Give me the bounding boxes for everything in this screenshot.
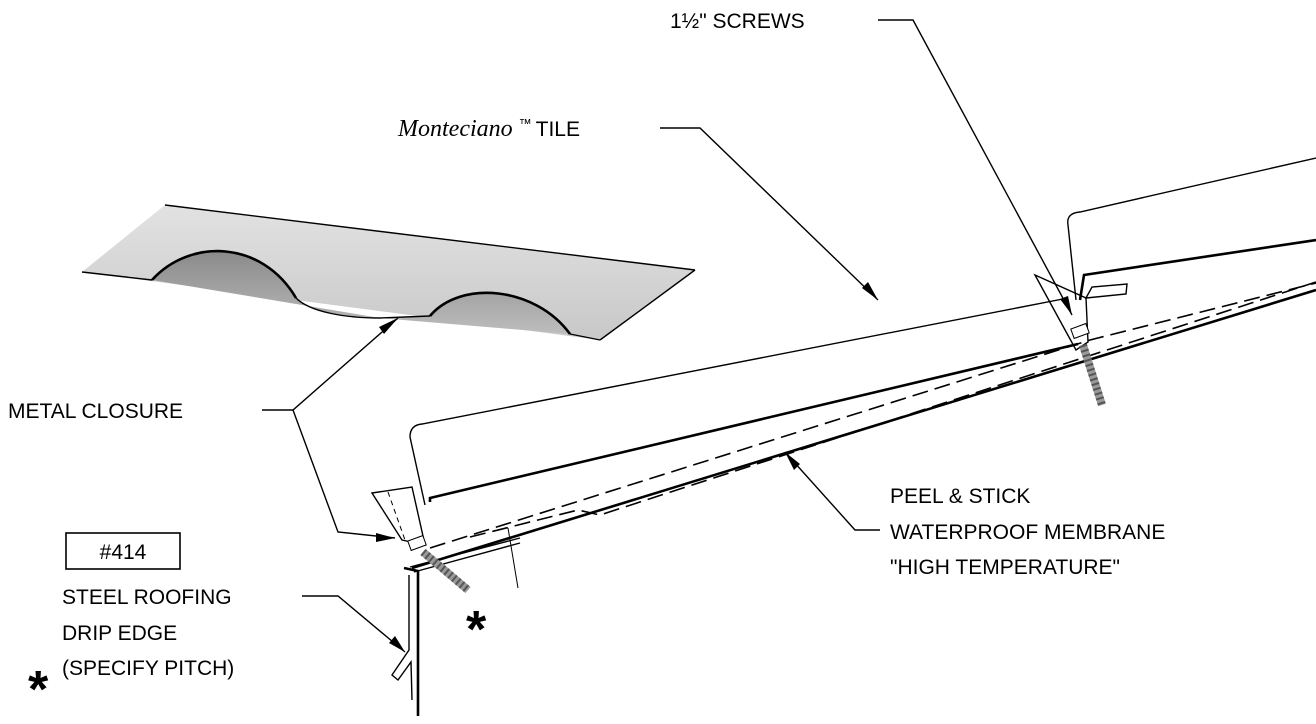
leader-screws	[878, 19, 1073, 316]
drip-edge-hem	[391, 575, 413, 701]
deck-line	[411, 288, 1316, 570]
label-drip-3: (SPECIFY PITCH)	[62, 657, 234, 680]
label-membrane-3: "HIGH TEMPERATURE"	[890, 556, 1120, 579]
leader-closure-lower-line	[292, 409, 396, 539]
label-membrane-1: PEEL & STICK	[890, 485, 1030, 508]
leader-drip-line	[302, 595, 406, 653]
label-metal-closure: METAL CLOSURE	[8, 400, 183, 423]
leader-screws-line	[878, 19, 1073, 316]
leader-membrane-arrow	[785, 452, 800, 470]
asterisk-marker-pitch: *	[466, 601, 487, 659]
drip-edge	[391, 537, 521, 716]
leader-closure-lower-arrow	[376, 533, 395, 542]
pitch-reference-line	[507, 527, 519, 589]
leader-tile-line	[660, 127, 879, 301]
metal-closure-illustration	[81, 204, 696, 341]
closure-body	[82, 205, 695, 340]
part-number-box	[65, 532, 181, 570]
leader-drip-arrow	[389, 636, 405, 652]
screw-lower-head	[407, 534, 427, 552]
label-part-number: #414	[100, 541, 147, 564]
membrane-dashed-line-2	[469, 281, 1316, 538]
closure-bottom-edge-mid	[295, 297, 431, 319]
screw-upper-thread	[1079, 343, 1106, 407]
upper-tile	[1067, 157, 1316, 301]
upper-tile-lug	[1084, 283, 1128, 299]
drip-edge-flange-1	[409, 537, 521, 568]
closure-top-edge	[164, 204, 696, 271]
closure-hump-1	[151, 249, 298, 299]
label-drip-2: DRIP EDGE	[62, 622, 177, 645]
leader-closure-upper-arrow	[379, 318, 398, 334]
closure-bottom-edge-left	[81, 271, 153, 281]
monteciano-tile	[409, 273, 1089, 506]
leader-metal-closure	[262, 317, 399, 542]
screw-upper-head	[1070, 322, 1090, 340]
screw-lower	[407, 534, 471, 594]
roof-deck	[411, 281, 1316, 589]
leader-membrane-line	[784, 451, 880, 531]
eave-closure-hidden-line	[387, 491, 406, 541]
closure-right-edge	[599, 269, 696, 341]
label-tile-tm: ™	[519, 116, 532, 131]
tile-top-outline	[409, 297, 1069, 506]
leader-closure-upper-line	[262, 317, 399, 411]
closure-hump-2	[429, 291, 572, 335]
leader-drip-edge	[302, 595, 406, 653]
leader-tile-arrow	[862, 282, 878, 300]
tile-headlap	[1033, 273, 1089, 352]
leader-screws-arrow	[1060, 296, 1072, 315]
closure-bottom-edge-right	[569, 333, 601, 341]
screw-upper	[1070, 322, 1106, 407]
asterisk-marker-left: *	[28, 661, 49, 719]
label-screws: 1½" SCREWS	[670, 10, 805, 33]
drip-edge-flange-2	[413, 542, 521, 573]
screw-lower-shank	[420, 548, 471, 594]
membrane-dashed-line-1	[429, 282, 1316, 549]
label-tile-brand: Monteciano	[397, 116, 513, 142]
leader-tile	[660, 127, 879, 301]
leader-membrane	[784, 451, 880, 531]
label-tile: Monteciano ™ TILE	[397, 116, 580, 142]
upper-tile-underside	[1078, 238, 1316, 301]
label-drip-1: STEEL ROOFING	[62, 586, 232, 609]
label-tile-word: TILE	[536, 118, 580, 141]
closure-hump-fill	[152, 251, 570, 334]
label-membrane-2: WATERPROOF MEMBRANE	[890, 521, 1165, 544]
upper-tile-outline	[1067, 157, 1316, 301]
drip-edge-flashing	[403, 566, 420, 716]
tile-underside	[428, 342, 1079, 502]
